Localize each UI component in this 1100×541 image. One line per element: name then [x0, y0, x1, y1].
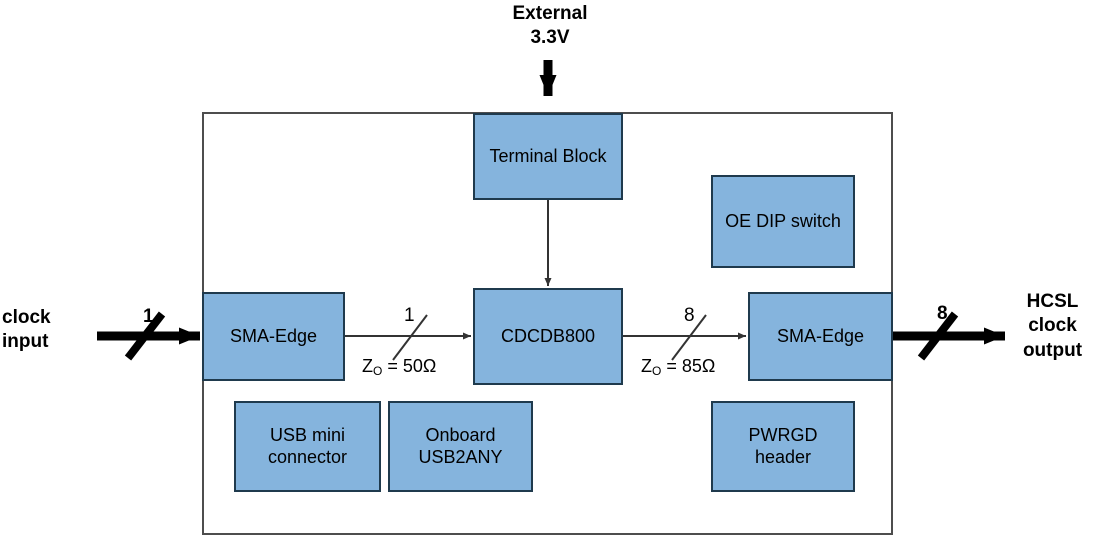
block-oe-dip-switch[interactable]: OE DIP switch	[711, 175, 855, 268]
label-impedance-50-ohm: ZO = 50Ω	[362, 356, 437, 378]
block-terminal-block[interactable]: Terminal Block	[473, 113, 623, 200]
impedance-85-value: = 85Ω	[661, 356, 716, 376]
block-pwrgd-header-line1: PWRGD	[748, 425, 818, 446]
block-onboard-usb2any[interactable]: Onboard USB2ANY	[388, 401, 533, 492]
label-output-bus-width: 8	[937, 303, 948, 324]
block-usb-mini-connector-line2: connector	[267, 446, 348, 467]
impedance-50-prefix: Z	[362, 356, 373, 376]
block-onboard-usb2any-line2: USB2ANY	[418, 446, 503, 467]
block-pwrgd-header[interactable]: PWRGD header	[711, 401, 855, 492]
block-sma-edge-input-label: SMA-Edge	[229, 325, 318, 346]
label-impedance-85-ohm: ZO = 85Ω	[641, 356, 716, 378]
label-hcsl-clock-output: HCSL clock output	[1022, 291, 1083, 361]
block-sma-edge-output[interactable]: SMA-Edge	[748, 292, 893, 381]
block-oe-dip-switch-label: OE DIP switch	[725, 210, 841, 231]
block-sma-edge-input[interactable]: SMA-Edge	[202, 292, 345, 381]
block-terminal-block-label: Terminal Block	[489, 145, 607, 166]
label-sma-to-cdcdb800-bus-width: 1	[404, 305, 415, 326]
label-cdcdb800-to-sma-bus-width: 8	[684, 305, 695, 326]
block-cdcdb800[interactable]: CDCDB800	[473, 288, 623, 385]
label-clock-input: clock input	[2, 307, 51, 353]
label-input-bus-width: 1	[143, 306, 154, 327]
wire-sma-edge-output-to-hcsl-clock-output	[893, 311, 1005, 361]
block-cdcdb800-label: CDCDB800	[500, 325, 596, 346]
block-sma-edge-output-label: SMA-Edge	[776, 325, 865, 346]
label-external-3v3: External 3.3V	[512, 3, 588, 49]
impedance-50-value: = 50Ω	[382, 356, 437, 376]
impedance-50-subscript: O	[373, 364, 383, 378]
impedance-85-subscript: O	[652, 364, 662, 378]
block-pwrgd-header-line2: header	[754, 446, 812, 467]
block-usb-mini-connector[interactable]: USB mini connector	[234, 401, 381, 492]
block-onboard-usb2any-line1: Onboard	[425, 425, 496, 446]
impedance-85-prefix: Z	[641, 356, 652, 376]
block-usb-mini-connector-line1: USB mini	[269, 425, 345, 446]
